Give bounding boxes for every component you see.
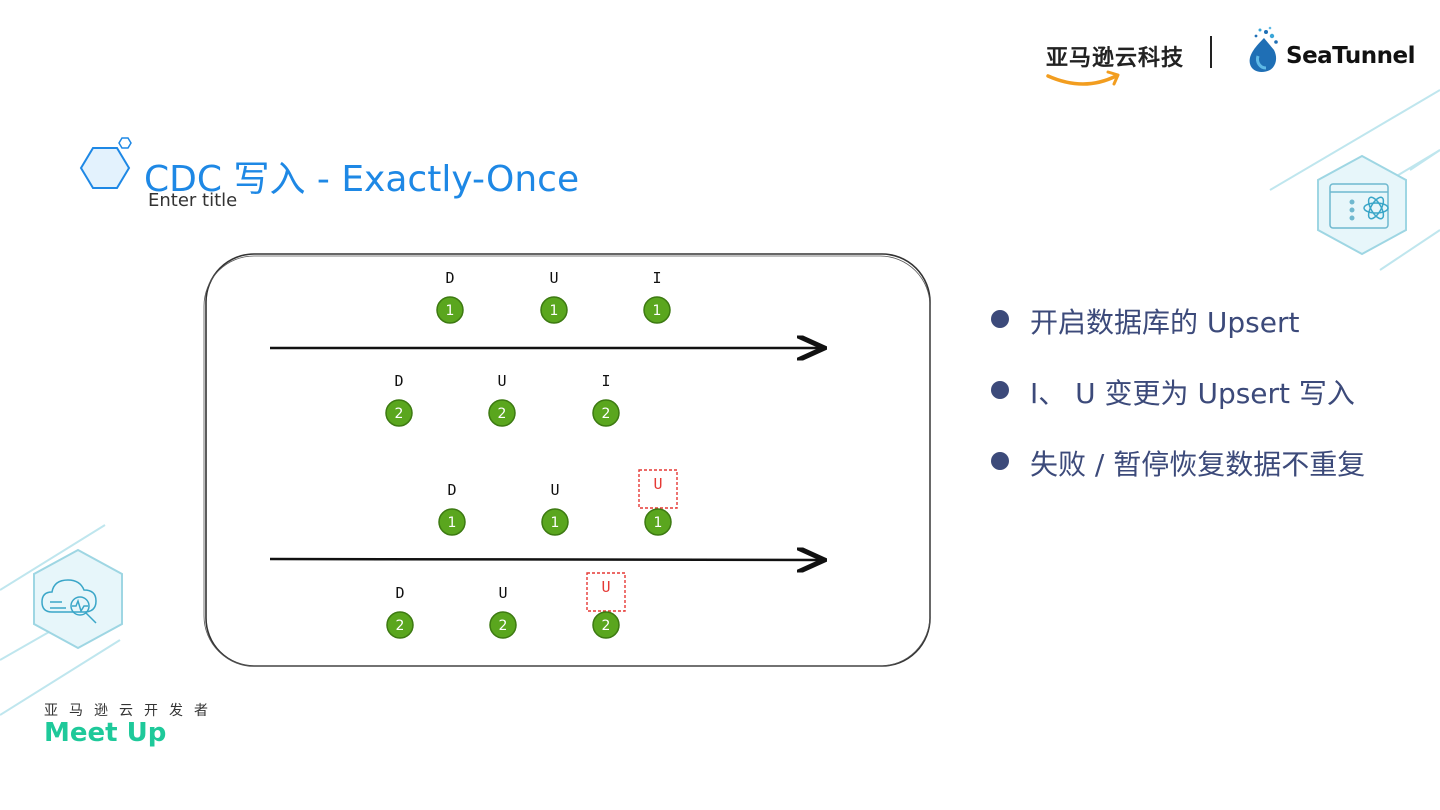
bullet-item: I、 U 变更为 Upsert 写入 — [988, 375, 1388, 412]
bullet-dot-icon — [991, 310, 1009, 328]
atom-icon — [1363, 196, 1389, 220]
sequence-node — [540, 296, 568, 324]
sequence-node — [436, 296, 464, 324]
op-label: U — [497, 372, 506, 390]
timeline-arrow-lower — [269, 559, 822, 560]
sequence-number: 1 — [446, 303, 455, 319]
sequence-node — [438, 508, 466, 536]
op-label: D — [394, 372, 403, 390]
sequence-number: 1 — [653, 303, 662, 319]
sequence-node — [592, 611, 620, 639]
sequence-node — [386, 611, 414, 639]
sequence-number: 1 — [550, 303, 559, 319]
highlight-box — [638, 469, 678, 509]
bullet-dot-icon — [991, 381, 1009, 399]
footer-developer-label: 亚马逊云开发者 — [44, 703, 219, 719]
bullet-dot-icon — [991, 452, 1009, 470]
op-label: U — [498, 584, 507, 602]
decor-top-right — [1269, 89, 1440, 271]
cloud-monitor-icon — [41, 579, 97, 624]
sequence-number: 2 — [396, 618, 405, 634]
op-label: U — [601, 578, 610, 596]
sequence-number: 2 — [498, 406, 507, 422]
op-label: U — [653, 475, 662, 493]
op-label: D — [447, 481, 456, 499]
bullet-text: 开启数据库的 Upsert — [1030, 306, 1300, 339]
seatunnel-logo: SeaTunnel — [1244, 26, 1424, 76]
amazon-smile-icon — [1046, 70, 1120, 86]
bullet-text: 失败 / 暂停恢复数据不重复 — [1030, 448, 1366, 481]
op-label: I — [601, 372, 610, 390]
op-label: I — [652, 269, 661, 287]
sequence-node — [541, 508, 569, 536]
sequence-number: 2 — [499, 618, 508, 634]
seatunnel-logo-text: SeaTunnel — [1286, 43, 1415, 69]
sequence-node — [385, 399, 413, 427]
op-label: D — [445, 269, 454, 287]
highlight-box — [586, 572, 626, 612]
sequence-number: 1 — [551, 515, 560, 531]
bullet-text: I、 U 变更为 Upsert 写入 — [1030, 377, 1355, 410]
bullet-item: 开启数据库的 Upsert — [988, 304, 1388, 341]
page-title: CDC 写入 - Exactly-Once — [144, 159, 580, 200]
sequence-number: 1 — [448, 515, 457, 531]
page-subtitle: Enter title — [148, 190, 238, 211]
op-label: U — [550, 481, 559, 499]
sequence-node — [592, 399, 620, 427]
footer-meetup-label: Meet Up — [44, 718, 167, 748]
aws-logo: 亚马逊云科技 — [1046, 36, 1196, 92]
bullet-list: 开启数据库的 Upsert I、 U 变更为 Upsert 写入 失败 / 暂停… — [988, 304, 1388, 517]
sequence-number: 2 — [395, 406, 404, 422]
sequence-node — [488, 399, 516, 427]
sequence-node — [489, 611, 517, 639]
sequence-node — [643, 296, 671, 324]
decor-bottom-left — [0, 524, 123, 716]
hexagon-icon-frame — [1317, 154, 1407, 256]
logo-divider — [1210, 36, 1212, 68]
sequence-number: 2 — [602, 406, 611, 422]
sequence-number: 2 — [602, 618, 611, 634]
op-label: D — [395, 584, 404, 602]
op-label: U — [549, 269, 558, 287]
sequence-node — [644, 508, 672, 536]
aws-logo-text: 亚马逊云科技 — [1046, 46, 1185, 71]
sequence-number: 1 — [654, 515, 663, 531]
title-hexagon-icon — [79, 137, 132, 189]
seatunnel-drop-icon — [1249, 26, 1278, 72]
bullet-item: 失败 / 暂停恢复数据不重复 — [988, 446, 1388, 483]
diagram-frame — [205, 253, 931, 667]
